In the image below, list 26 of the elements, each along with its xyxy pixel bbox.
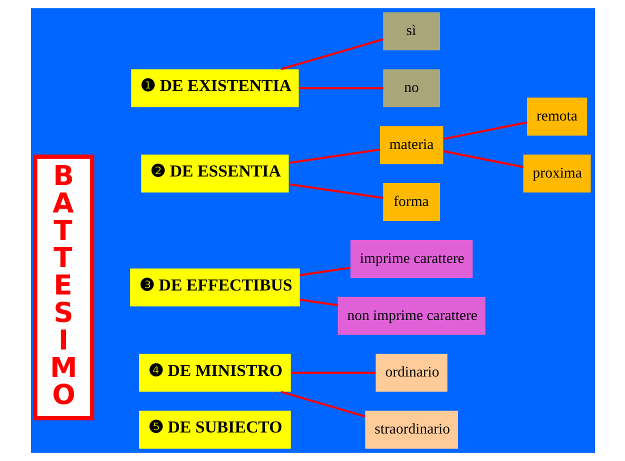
connector [280,38,383,70]
connector [288,148,380,164]
connector [442,150,523,168]
node-box: forma [382,183,440,221]
node-box: proxima [522,154,590,193]
connector [299,298,338,306]
connector [290,372,376,374]
node-box: BATTESIMO [32,154,94,420]
node-box: no [382,69,440,108]
node-box: non imprime carattere [337,296,485,335]
node-box: ordinario [375,354,447,392]
node-box: ❷ DE ESSENTIA [140,154,288,193]
connector [299,266,350,276]
connector [288,183,383,200]
connector [280,390,365,418]
node-box: imprime carattere [350,240,472,278]
node-box: straordinario [364,410,458,449]
node-box: ❶ DE EXISTENTIA [130,69,298,108]
node-box: materia [379,126,443,164]
node-box: ❺ DE SUBIECTO [138,410,290,449]
node-box: remota [526,98,587,136]
connector [298,87,383,90]
node-box: ❸ DE EFFECTIBUS [130,268,300,306]
node-box: ❹ DE MINISTRO [138,354,290,392]
connector [442,121,526,140]
node-box: sì [382,12,440,50]
